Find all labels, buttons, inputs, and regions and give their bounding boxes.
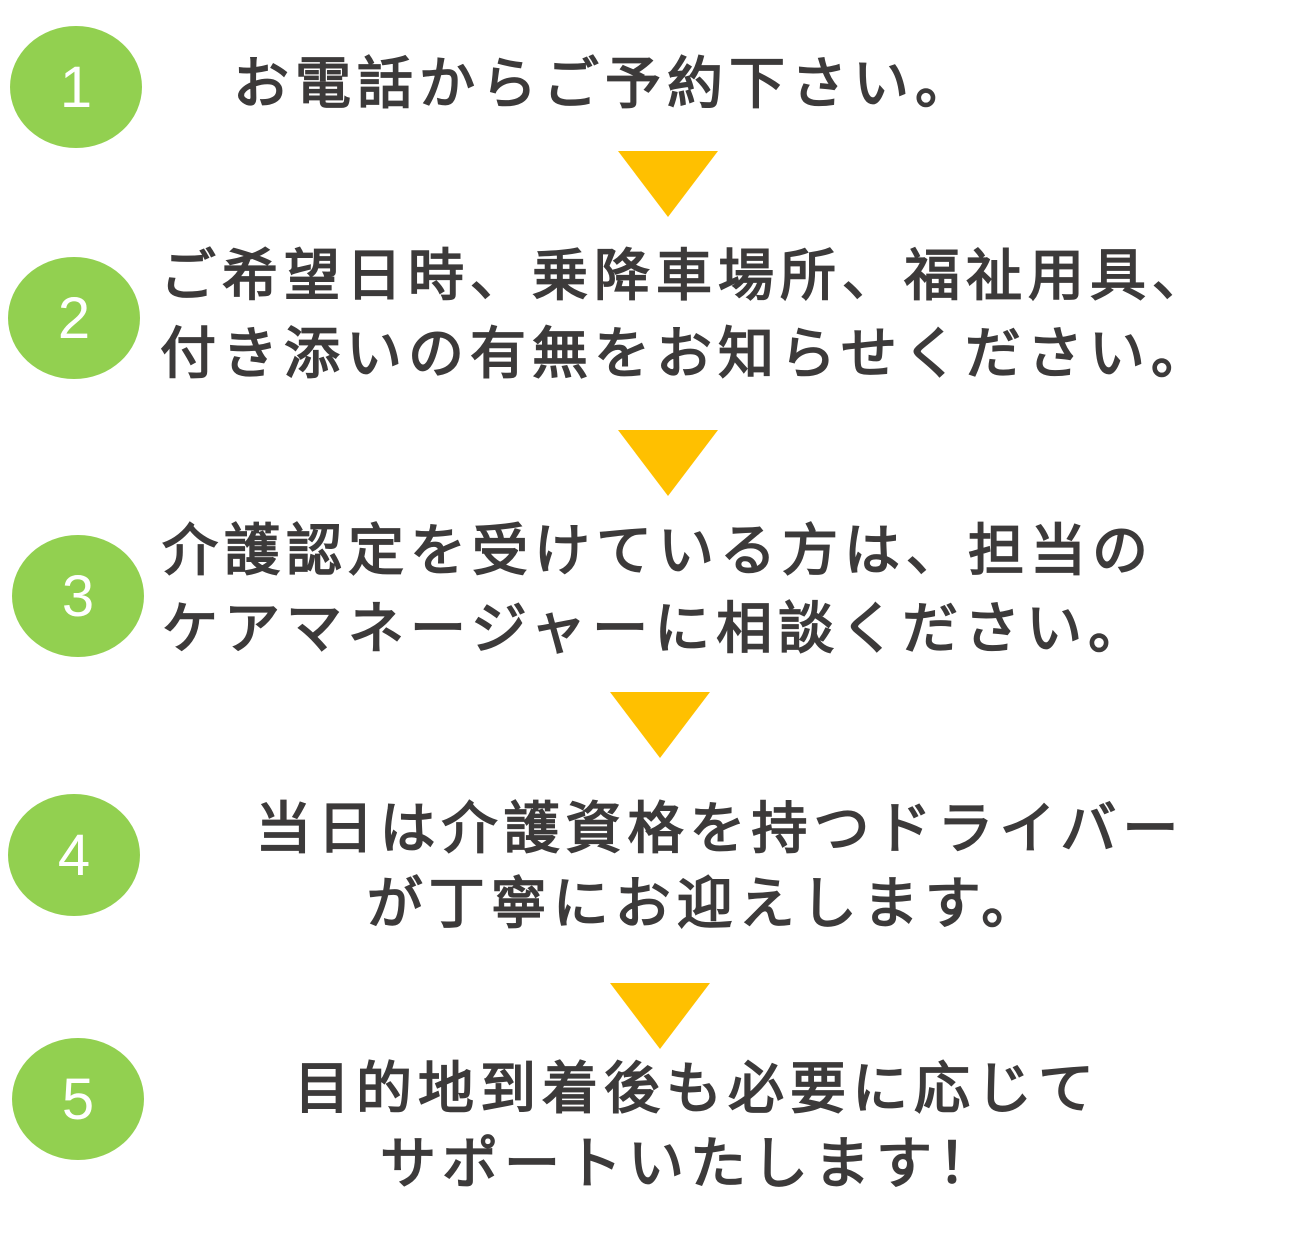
step-text: サポートいたします！ (380, 1132, 1000, 1197)
step-text: 付き添いの有無をお知らせください。 (160, 322, 1213, 387)
down-arrow-icon (618, 430, 718, 496)
step-text: お電話からご予約下さい。 (233, 52, 977, 117)
down-arrow-icon (618, 151, 718, 217)
step-number-badge: 2 (8, 257, 140, 379)
step-text: ケアマネージャーに相談ください。 (162, 597, 1151, 662)
down-arrow-icon (610, 692, 710, 758)
step-text: が丁寧にお迎えします。 (366, 872, 1044, 937)
step-number-badge: 1 (10, 26, 142, 148)
step-number-badge: 4 (8, 794, 140, 916)
down-arrow-icon (610, 983, 710, 1049)
step-number-badge: 5 (12, 1038, 144, 1160)
step-text: 介護認定を受けている方は、担当の (162, 519, 1154, 584)
step-text: ご希望日時、乗降車場所、福祉用具、 (160, 244, 1214, 309)
step-text: 当日は介護資格を持つドライバー (255, 797, 1185, 862)
step-text: 目的地到着後も必要に応じて (294, 1057, 1100, 1122)
step-number-badge: 3 (12, 535, 144, 657)
